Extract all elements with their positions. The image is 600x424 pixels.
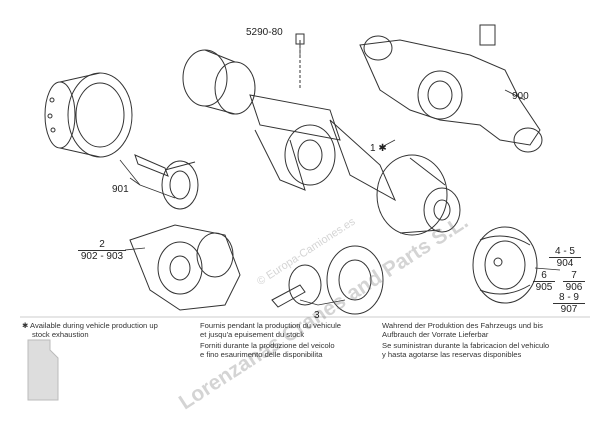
note-it-line1: Forniti durante la produzione del veicol… [200,341,335,350]
fraction-2-num: 2 [78,239,126,251]
pinion-gear [271,264,322,308]
ring-gear [326,245,384,315]
fraction-2-den: 902 - 903 [80,251,124,262]
fraction-8-9-den: 907 [560,304,578,315]
fraction-6: 6 905 [533,270,555,293]
corner-fold-icon [27,339,59,401]
main-axle-assembly [182,33,461,236]
note-de-line2: Aufbrauch der Vorrate Lieferbar [382,330,489,339]
note-en-line2: stock exhaustion [32,330,89,339]
label-900: 900 [512,91,529,102]
label-3: 3 [314,310,320,321]
brake-assembly [472,226,538,304]
note-fr-line1: Fournis pendant la production du vehicul… [200,321,341,330]
fraction-7: 7 906 [563,270,585,293]
label-1-star: 1 ✱ [370,143,387,154]
fraction-8-9-num: 8 - 9 [553,292,585,304]
label-5290-80: 5290-80 [246,27,283,38]
fraction-6-num: 6 [533,270,555,282]
note-es-line2: y hasta agotarse las reservas disponible… [382,350,522,359]
fraction-6-den: 905 [535,282,553,293]
fraction-7-den: 906 [565,282,583,293]
note-en-line1: ✱ Available during vehicle production up [22,321,158,330]
drive-shaft [134,154,199,210]
differential-unit [129,224,241,311]
fraction-2: 2 902 - 903 [78,239,126,262]
leader-lines [119,42,561,306]
axle-housing [359,24,543,153]
note-it-line2: e fino esaurimento delle disponibilita [200,350,323,359]
fraction-8-9: 8 - 9 907 [553,292,585,315]
hub-drum-left [44,72,133,158]
note-de-line1: Wahrend der Produktion des Fahrzeugs und… [382,321,543,330]
fraction-7-num: 7 [563,270,585,282]
fraction-4-5: 4 - 5 904 [549,246,581,269]
fraction-4-5-num: 4 - 5 [549,246,581,258]
note-fr-line2: et jusqu'a epuisement du stock [200,330,305,339]
label-901: 901 [112,184,129,195]
note-es-line1: Se suministran durante la fabricacion de… [382,341,550,350]
fraction-4-5-den: 904 [556,258,574,269]
